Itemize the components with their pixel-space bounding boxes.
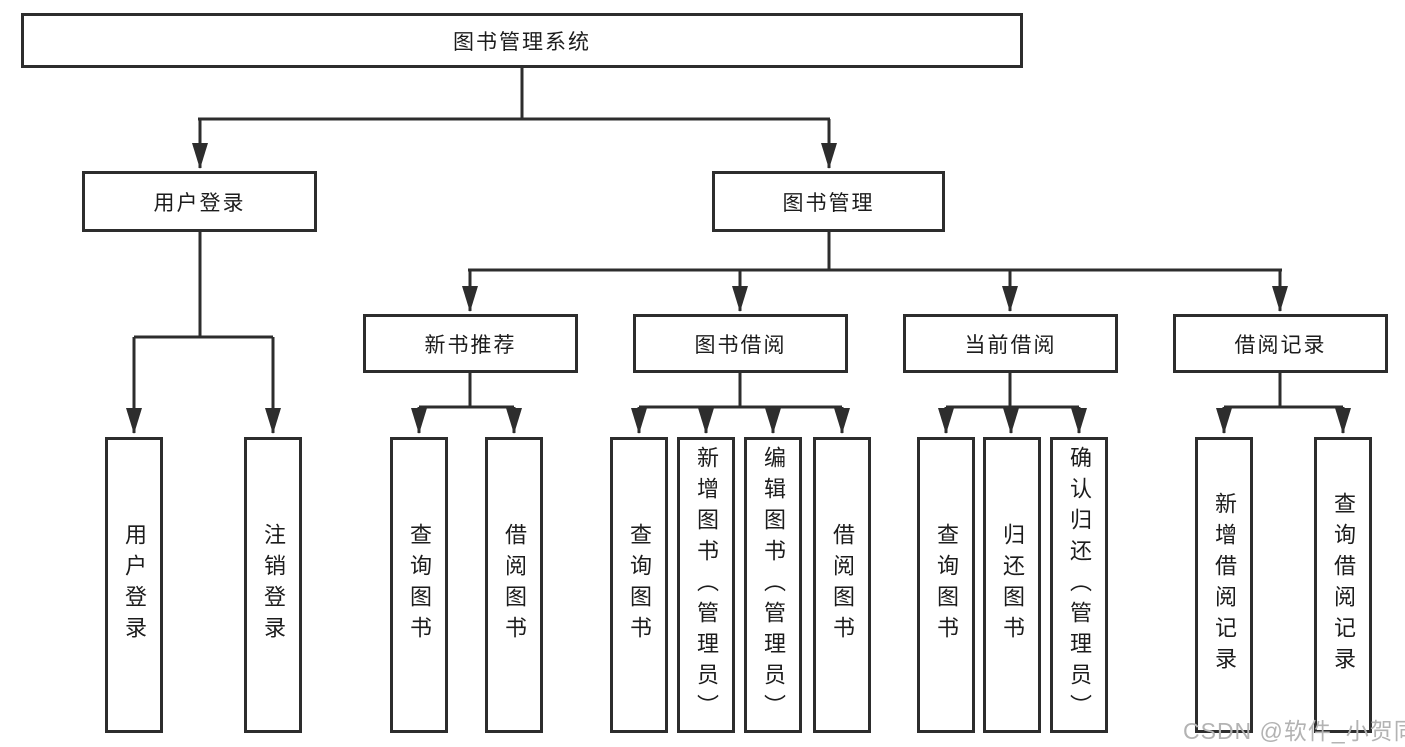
node-book-management-label: 图书管理	[782, 191, 875, 215]
node-current-borrowing-label: 当前借阅	[964, 333, 1057, 357]
node-root: 图书管理系统	[21, 13, 1023, 68]
csdn-watermark: CSDN @软件_小贺同学	[1183, 718, 1405, 744]
leaf-confirm-return-admin-label: 确认归还（管理员）	[1067, 445, 1092, 725]
node-user-login-label: 用户登录	[153, 191, 246, 215]
node-book-management: 图书管理	[712, 171, 945, 232]
leaf-logout-label: 注销登录	[261, 523, 286, 647]
node-root-label: 图书管理系统	[453, 30, 591, 54]
node-borrowing-records-label: 借阅记录	[1234, 333, 1327, 357]
leaf-borrow-books-recommend-label: 借阅图书	[502, 523, 527, 647]
leaf-query-books-current: 查询图书	[917, 437, 975, 733]
leaf-user-login-label: 用户登录	[122, 523, 147, 647]
leaf-edit-books-admin: 编辑图书（管理员）	[744, 437, 802, 733]
leaf-logout: 注销登录	[244, 437, 302, 733]
node-current-borrowing: 当前借阅	[903, 314, 1118, 373]
leaf-add-borrow-record-label: 新增借阅记录	[1212, 492, 1237, 678]
leaf-add-borrow-record: 新增借阅记录	[1195, 437, 1253, 733]
leaf-query-books-borrowing-label: 查询图书	[627, 523, 652, 647]
node-new-book-recommend-label: 新书推荐	[424, 333, 517, 357]
leaf-borrow-books-recommend: 借阅图书	[485, 437, 543, 733]
leaf-borrow-books-borrowing-label: 借阅图书	[830, 523, 855, 647]
leaf-add-books-admin-label: 新增图书（管理员）	[694, 445, 719, 725]
node-new-book-recommend: 新书推荐	[363, 314, 578, 373]
leaf-query-books-borrowing: 查询图书	[610, 437, 668, 733]
leaf-query-borrow-record-label: 查询借阅记录	[1331, 492, 1356, 678]
leaf-borrow-books-borrowing: 借阅图书	[813, 437, 871, 733]
node-book-borrowing: 图书借阅	[633, 314, 848, 373]
leaf-query-books-current-label: 查询图书	[934, 523, 959, 647]
leaf-query-books-recommend-label: 查询图书	[407, 523, 432, 647]
leaf-add-books-admin: 新增图书（管理员）	[677, 437, 735, 733]
node-borrowing-records: 借阅记录	[1173, 314, 1388, 373]
leaf-return-books: 归还图书	[983, 437, 1041, 733]
leaf-query-borrow-record: 查询借阅记录	[1314, 437, 1372, 733]
leaf-edit-books-admin-label: 编辑图书（管理员）	[761, 445, 786, 725]
leaf-query-books-recommend: 查询图书	[390, 437, 448, 733]
node-user-login: 用户登录	[82, 171, 317, 232]
node-book-borrowing-label: 图书借阅	[694, 333, 787, 357]
leaf-confirm-return-admin: 确认归还（管理员）	[1050, 437, 1108, 733]
leaf-return-books-label: 归还图书	[1000, 523, 1025, 647]
leaf-user-login: 用户登录	[105, 437, 163, 733]
